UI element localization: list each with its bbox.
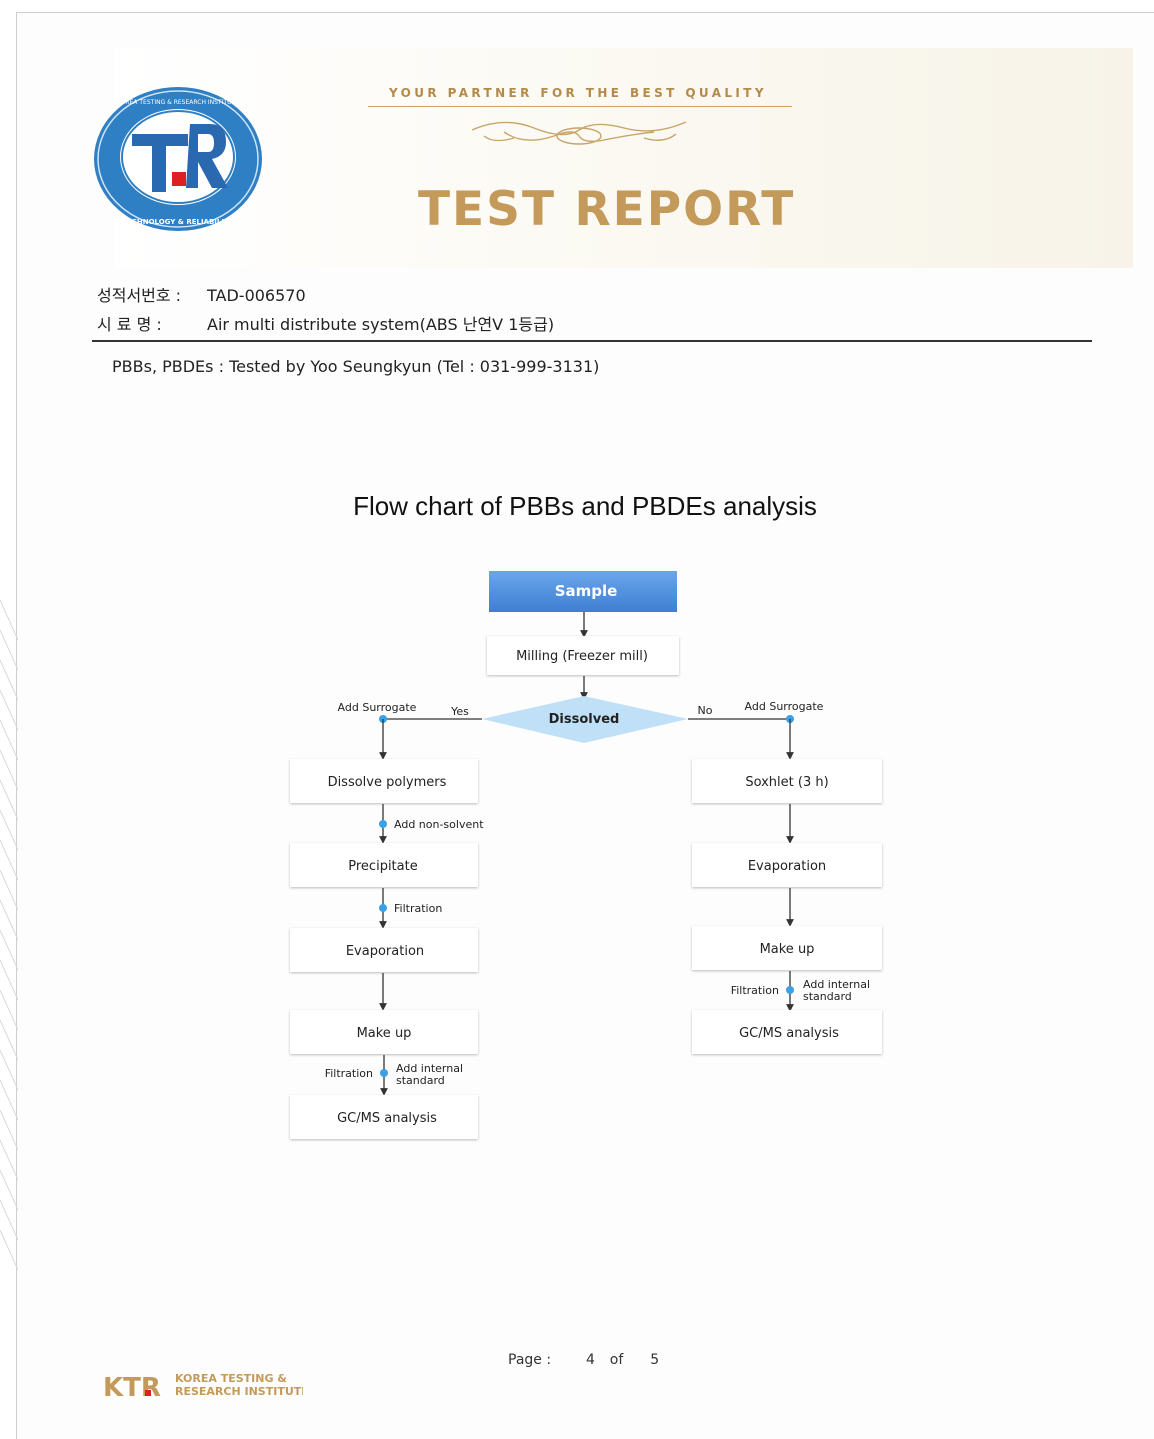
flowchart-title: Flow chart of PBBs and PBDEs analysis [353, 491, 817, 521]
left-make-up-label: Make up [357, 1026, 412, 1041]
left-add-surrogate-label: Add Surrogate [338, 701, 417, 714]
logo-ring-text-top: KOREA TESTING & RESEARCH INSTITUTE [117, 99, 239, 106]
filtration-dot [379, 904, 387, 912]
tagline: YOUR PARTNER FOR THE BEST QUALITY [389, 86, 767, 100]
right-make-up-box [692, 926, 882, 970]
right-evaporation-label: Evaporation [748, 859, 826, 874]
page-total: 5 [650, 1352, 660, 1368]
left-gcms-label: GC/MS analysis [337, 1111, 437, 1126]
left-filtration2-label: Filtration [325, 1067, 373, 1080]
left-add-internal-line1: Add internal [396, 1062, 463, 1075]
milling-box [487, 636, 679, 675]
left-add-internal-line2: standard [396, 1074, 445, 1087]
precipitate-label: Precipitate [348, 859, 417, 874]
left-gcms-box [290, 1095, 478, 1139]
sample-box [489, 571, 677, 612]
right-add-surrogate-label: Add Surrogate [745, 700, 824, 713]
right-gcms-box [692, 1010, 882, 1054]
left-evaporation-label: Evaporation [346, 944, 424, 959]
page-indicator: Page : 4 of 5 [508, 1352, 659, 1368]
ornament-swirl [471, 121, 687, 145]
sample-name-value: Air multi distribute system(ABS 난연V 1등급) [207, 315, 555, 334]
report-number-label: 성적서번호 : [97, 286, 182, 305]
left-filtration-label: Filtration [394, 902, 442, 915]
sample-name-row: 시 료 명 : Air multi distribute system(ABS 난… [97, 311, 554, 335]
ktr-mark: KTR [103, 1373, 161, 1402]
right-evaporation-box [692, 843, 882, 887]
ktr-red-square [145, 1390, 151, 1396]
right-internal-std-dot [786, 986, 794, 994]
right-add-internal-line1: Add internal [803, 978, 870, 991]
right-add-internal-line2: standard [803, 990, 852, 1003]
left-evaporation-box [290, 928, 478, 972]
report-number-row: 성적서번호 : TAD-006570 [97, 282, 306, 306]
sample-name-label: 시 료 명 : [97, 315, 162, 334]
ktr-line1: KOREA TESTING & [175, 1372, 287, 1385]
left-internal-std-dot [380, 1069, 388, 1077]
left-make-up-box [290, 1010, 478, 1054]
soxhlet-box [692, 759, 882, 803]
add-non-solvent-label: Add non-solvent [394, 818, 484, 831]
yes-label: Yes [450, 705, 469, 718]
report-title: TEST REPORT [418, 182, 796, 237]
page-of: of [609, 1352, 624, 1368]
report-number-value: TAD-006570 [207, 286, 306, 305]
dissolved-decision [482, 696, 688, 743]
right-gcms-label: GC/MS analysis [739, 1026, 839, 1041]
right-filtration-label: Filtration [731, 984, 779, 997]
ktr-footer-logo: KTR KOREA TESTING & RESEARCH INSTITUTE [103, 1372, 303, 1402]
header-divider [92, 340, 1092, 342]
decorative-stripes [0, 600, 18, 1271]
dissolve-polymers-box [290, 759, 478, 803]
page-current: 4 [585, 1352, 595, 1368]
no-label: No [698, 704, 713, 717]
tested-by-line: PBBs, PBDEs : Tested by Yoo Seungkyun (T… [112, 357, 600, 376]
non-solvent-dot [379, 820, 387, 828]
precipitate-box [290, 843, 478, 887]
tr-seal-logo: KOREA TESTING & RESEARCH INSTITUTE TECHN… [94, 87, 262, 231]
milling-label: Milling (Freezer mill) [516, 649, 648, 664]
page-label: Page : [508, 1352, 552, 1368]
sample-label: Sample [555, 582, 618, 600]
header-band [115, 48, 1133, 268]
dissolve-polymers-label: Dissolve polymers [328, 775, 447, 790]
logo-ring-text-bottom: TECHNOLOGY & RELIABILITY [122, 218, 235, 226]
ktr-line2: RESEARCH INSTITUTE [175, 1385, 303, 1398]
tagline-rule [368, 106, 792, 107]
soxhlet-label: Soxhlet (3 h) [745, 775, 828, 790]
dissolved-label: Dissolved [549, 712, 620, 727]
right-make-up-label: Make up [760, 942, 815, 957]
